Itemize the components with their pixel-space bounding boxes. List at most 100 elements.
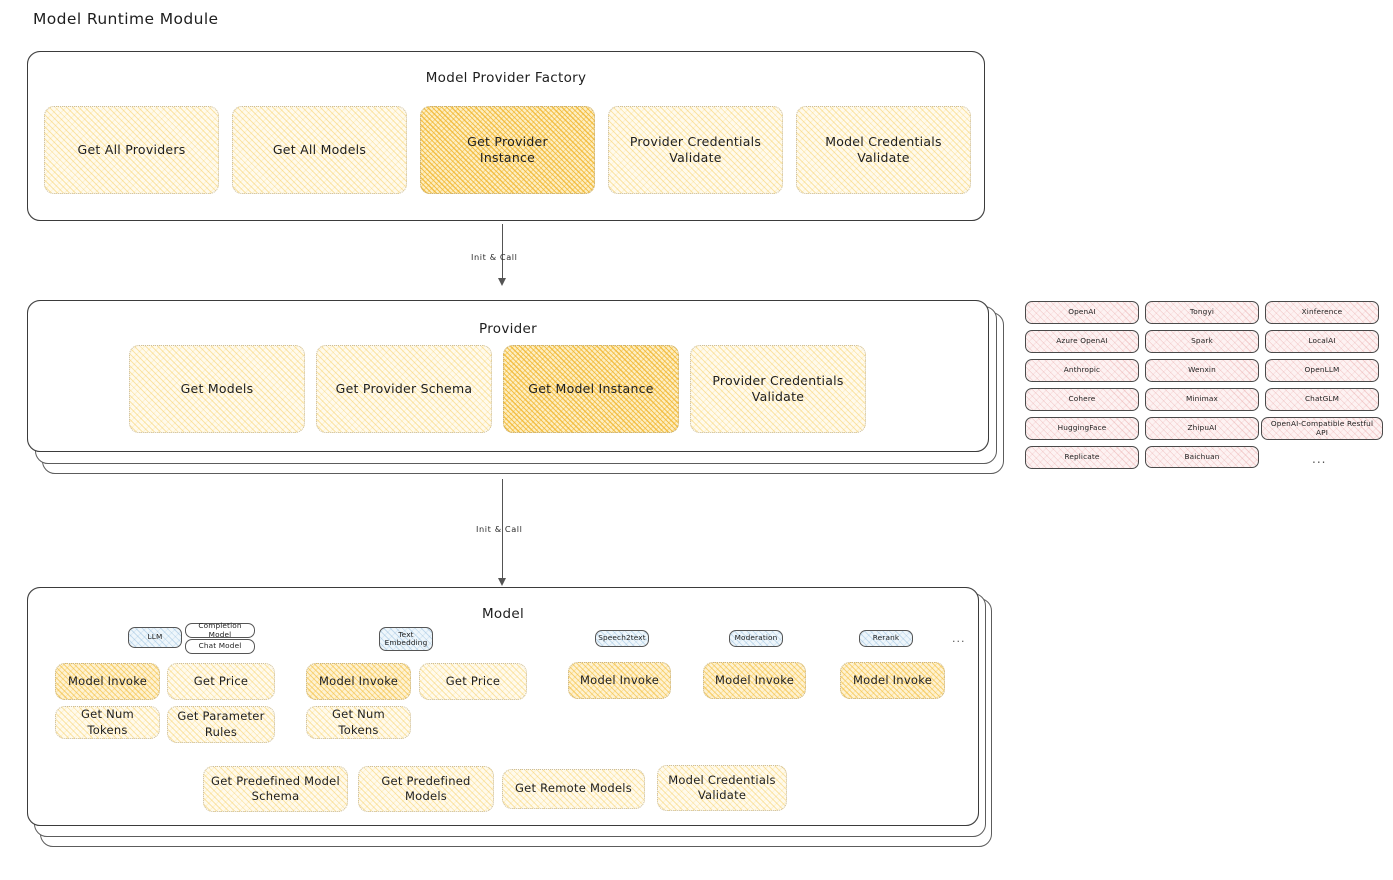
node-get-provider-schema[interactable]: Get Provider Schema bbox=[316, 345, 492, 433]
provider-chip-cohere[interactable]: Cohere bbox=[1025, 388, 1139, 411]
provider-chip-azure-openai[interactable]: Azure OpenAI bbox=[1025, 330, 1139, 353]
node-get-all-models[interactable]: Get All Models bbox=[232, 106, 407, 194]
node-label: Get Price bbox=[445, 673, 501, 688]
node-model-credentials-validate[interactable]: Model Credentials Validate bbox=[796, 106, 971, 194]
node-text-embedding-model-invoke[interactable]: Model Invoke bbox=[306, 663, 411, 700]
node-label: Get Predefined Model Schema bbox=[211, 773, 340, 803]
model-subchip-label: Chat Model bbox=[198, 641, 242, 651]
node-llm-get-price[interactable]: Get Price bbox=[167, 663, 275, 700]
provider-chip-chatglm[interactable]: ChatGLM bbox=[1265, 388, 1379, 411]
node-get-provider-instance[interactable]: Get Provider Instance bbox=[420, 106, 595, 194]
model-type-chip-text-embedding[interactable]: Text Embedding bbox=[379, 627, 433, 651]
provider-chip-label: Azure OpenAI bbox=[1056, 336, 1108, 346]
provider-chip-spark[interactable]: Spark bbox=[1145, 330, 1259, 353]
provider-title: Provider bbox=[479, 321, 537, 337]
provider-chip-minimax[interactable]: Minimax bbox=[1145, 388, 1259, 411]
node-label: Get Model Instance bbox=[528, 380, 654, 396]
provider-chip-localai[interactable]: LocalAI bbox=[1265, 330, 1379, 353]
node-label: Get Provider Instance bbox=[467, 133, 548, 166]
node-provider-credentials-validate[interactable]: Provider Credentials Validate bbox=[608, 106, 783, 194]
arrow-provider-to-model-head bbox=[498, 578, 506, 586]
model-provider-factory-title: Model Provider Factory bbox=[425, 70, 587, 86]
provider-chip-label: Tongyi bbox=[1189, 307, 1215, 317]
node-get-models[interactable]: Get Models bbox=[129, 345, 305, 433]
page-title: Model Runtime Module bbox=[33, 10, 219, 28]
provider-chip-xinference[interactable]: Xinference bbox=[1265, 301, 1379, 324]
node-label: Model Invoke bbox=[579, 672, 660, 687]
arrow-provider-to-model-label: Init & Call bbox=[476, 524, 523, 534]
provider-chip-baichuan[interactable]: Baichuan bbox=[1145, 446, 1259, 468]
model-types-more-ellipsis: ... bbox=[952, 632, 966, 645]
node-speech2text-model-invoke[interactable]: Model Invoke bbox=[568, 662, 671, 699]
model-type-label: Speech2text bbox=[598, 633, 646, 643]
model-subchip-completion-model[interactable]: Completion Model bbox=[185, 621, 255, 639]
node-label: Get All Providers bbox=[77, 141, 186, 157]
provider-chip-openai-compatible-restful-api[interactable]: OpenAI-Compatible Restful API bbox=[1261, 417, 1383, 440]
model-type-chip-moderation[interactable]: Moderation bbox=[729, 630, 783, 647]
provider-chip-label: Spark bbox=[1191, 336, 1213, 346]
node-label: Get Predefined Models bbox=[381, 773, 471, 803]
model-type-label: Rerank bbox=[872, 633, 900, 643]
provider-chip-wenxin[interactable]: Wenxin bbox=[1145, 359, 1259, 382]
node-label: Model Invoke bbox=[318, 673, 399, 688]
provider-chip-zhipuai[interactable]: ZhipuAI bbox=[1145, 417, 1259, 440]
node-get-predefined-models[interactable]: Get Predefined Models bbox=[358, 766, 494, 812]
provider-chip-label: Minimax bbox=[1186, 394, 1218, 404]
provider-chip-replicate[interactable]: Replicate bbox=[1025, 446, 1139, 469]
provider-chip-openllm[interactable]: OpenLLM bbox=[1265, 359, 1379, 382]
node-label: Model Invoke bbox=[67, 673, 148, 688]
node-label: Provider Credentials Validate bbox=[712, 372, 844, 405]
provider-chip-label: ZhipuAI bbox=[1187, 423, 1217, 433]
provider-chip-label: OpenAI-Compatible Restful API bbox=[1270, 419, 1374, 437]
arrow-factory-to-provider-label: Init & Call bbox=[471, 252, 518, 262]
model-type-label: Text Embedding bbox=[384, 629, 428, 647]
model-type-label: LLM bbox=[147, 632, 163, 642]
node-text-embedding-get-price[interactable]: Get Price bbox=[419, 663, 527, 700]
node-get-predefined-model-schema[interactable]: Get Predefined Model Schema bbox=[203, 766, 348, 812]
node-label: Model Credentials Validate bbox=[825, 133, 942, 166]
node-label: Get Price bbox=[193, 673, 249, 688]
provider-chip-tongyi[interactable]: Tongyi bbox=[1145, 301, 1259, 324]
arrow-factory-to-provider-head bbox=[498, 278, 506, 286]
model-type-chip-llm[interactable]: LLM bbox=[128, 627, 182, 648]
node-label: Get Parameter Rules bbox=[177, 709, 265, 739]
node-label: Model Invoke bbox=[852, 672, 933, 687]
node-get-remote-models[interactable]: Get Remote Models bbox=[502, 769, 645, 809]
node-label: Get Remote Models bbox=[515, 781, 632, 796]
node-label: Provider Credentials Validate bbox=[629, 133, 762, 166]
node-llm-model-invoke[interactable]: Model Invoke bbox=[55, 663, 160, 700]
provider-chip-label: LocalAI bbox=[1308, 336, 1336, 346]
model-title: Model bbox=[481, 606, 525, 622]
provider-chip-label: OpenLLM bbox=[1304, 365, 1340, 375]
node-provider-credentials-validate-2[interactable]: Provider Credentials Validate bbox=[690, 345, 866, 433]
node-label: Get All Models bbox=[272, 141, 367, 157]
model-type-chip-rerank[interactable]: Rerank bbox=[859, 630, 913, 647]
node-label: Get Num Tokens bbox=[332, 707, 385, 737]
node-llm-get-parameter-rules[interactable]: Get Parameter Rules bbox=[167, 706, 275, 743]
provider-chip-label: HuggingFace bbox=[1057, 423, 1107, 433]
model-type-chip-speech2text[interactable]: Speech2text bbox=[595, 630, 649, 647]
node-get-all-providers[interactable]: Get All Providers bbox=[44, 106, 219, 194]
provider-chip-label: Anthropic bbox=[1063, 365, 1101, 375]
provider-chip-anthropic[interactable]: Anthropic bbox=[1025, 359, 1139, 382]
provider-chip-openai[interactable]: OpenAI bbox=[1025, 301, 1139, 324]
provider-chip-label: OpenAI bbox=[1068, 307, 1096, 317]
provider-chip-label: Cohere bbox=[1068, 394, 1096, 404]
node-label: Get Models bbox=[180, 380, 254, 396]
provider-list-more-ellipsis: ... bbox=[1312, 452, 1327, 466]
node-text-embedding-get-num-tokens[interactable]: Get Num Tokens bbox=[306, 706, 411, 739]
node-moderation-model-invoke[interactable]: Model Invoke bbox=[703, 662, 806, 699]
provider-chip-huggingface[interactable]: HuggingFace bbox=[1025, 417, 1139, 440]
arrow-factory-to-provider-line bbox=[502, 224, 504, 280]
provider-chip-label: Xinference bbox=[1301, 307, 1343, 317]
model-subchip-chat-model[interactable]: Chat Model bbox=[185, 639, 255, 654]
provider-chip-label: ChatGLM bbox=[1304, 394, 1340, 404]
node-llm-get-num-tokens[interactable]: Get Num Tokens bbox=[55, 706, 160, 739]
node-model-credentials-validate-2[interactable]: Model Credentials Validate bbox=[657, 765, 787, 811]
model-subchip-label: Completion Model bbox=[198, 621, 242, 639]
node-get-model-instance[interactable]: Get Model Instance bbox=[503, 345, 679, 433]
provider-chip-label: Baichuan bbox=[1184, 451, 1220, 461]
node-label: Model Credentials Validate bbox=[668, 772, 776, 802]
node-rerank-model-invoke[interactable]: Model Invoke bbox=[840, 662, 945, 699]
